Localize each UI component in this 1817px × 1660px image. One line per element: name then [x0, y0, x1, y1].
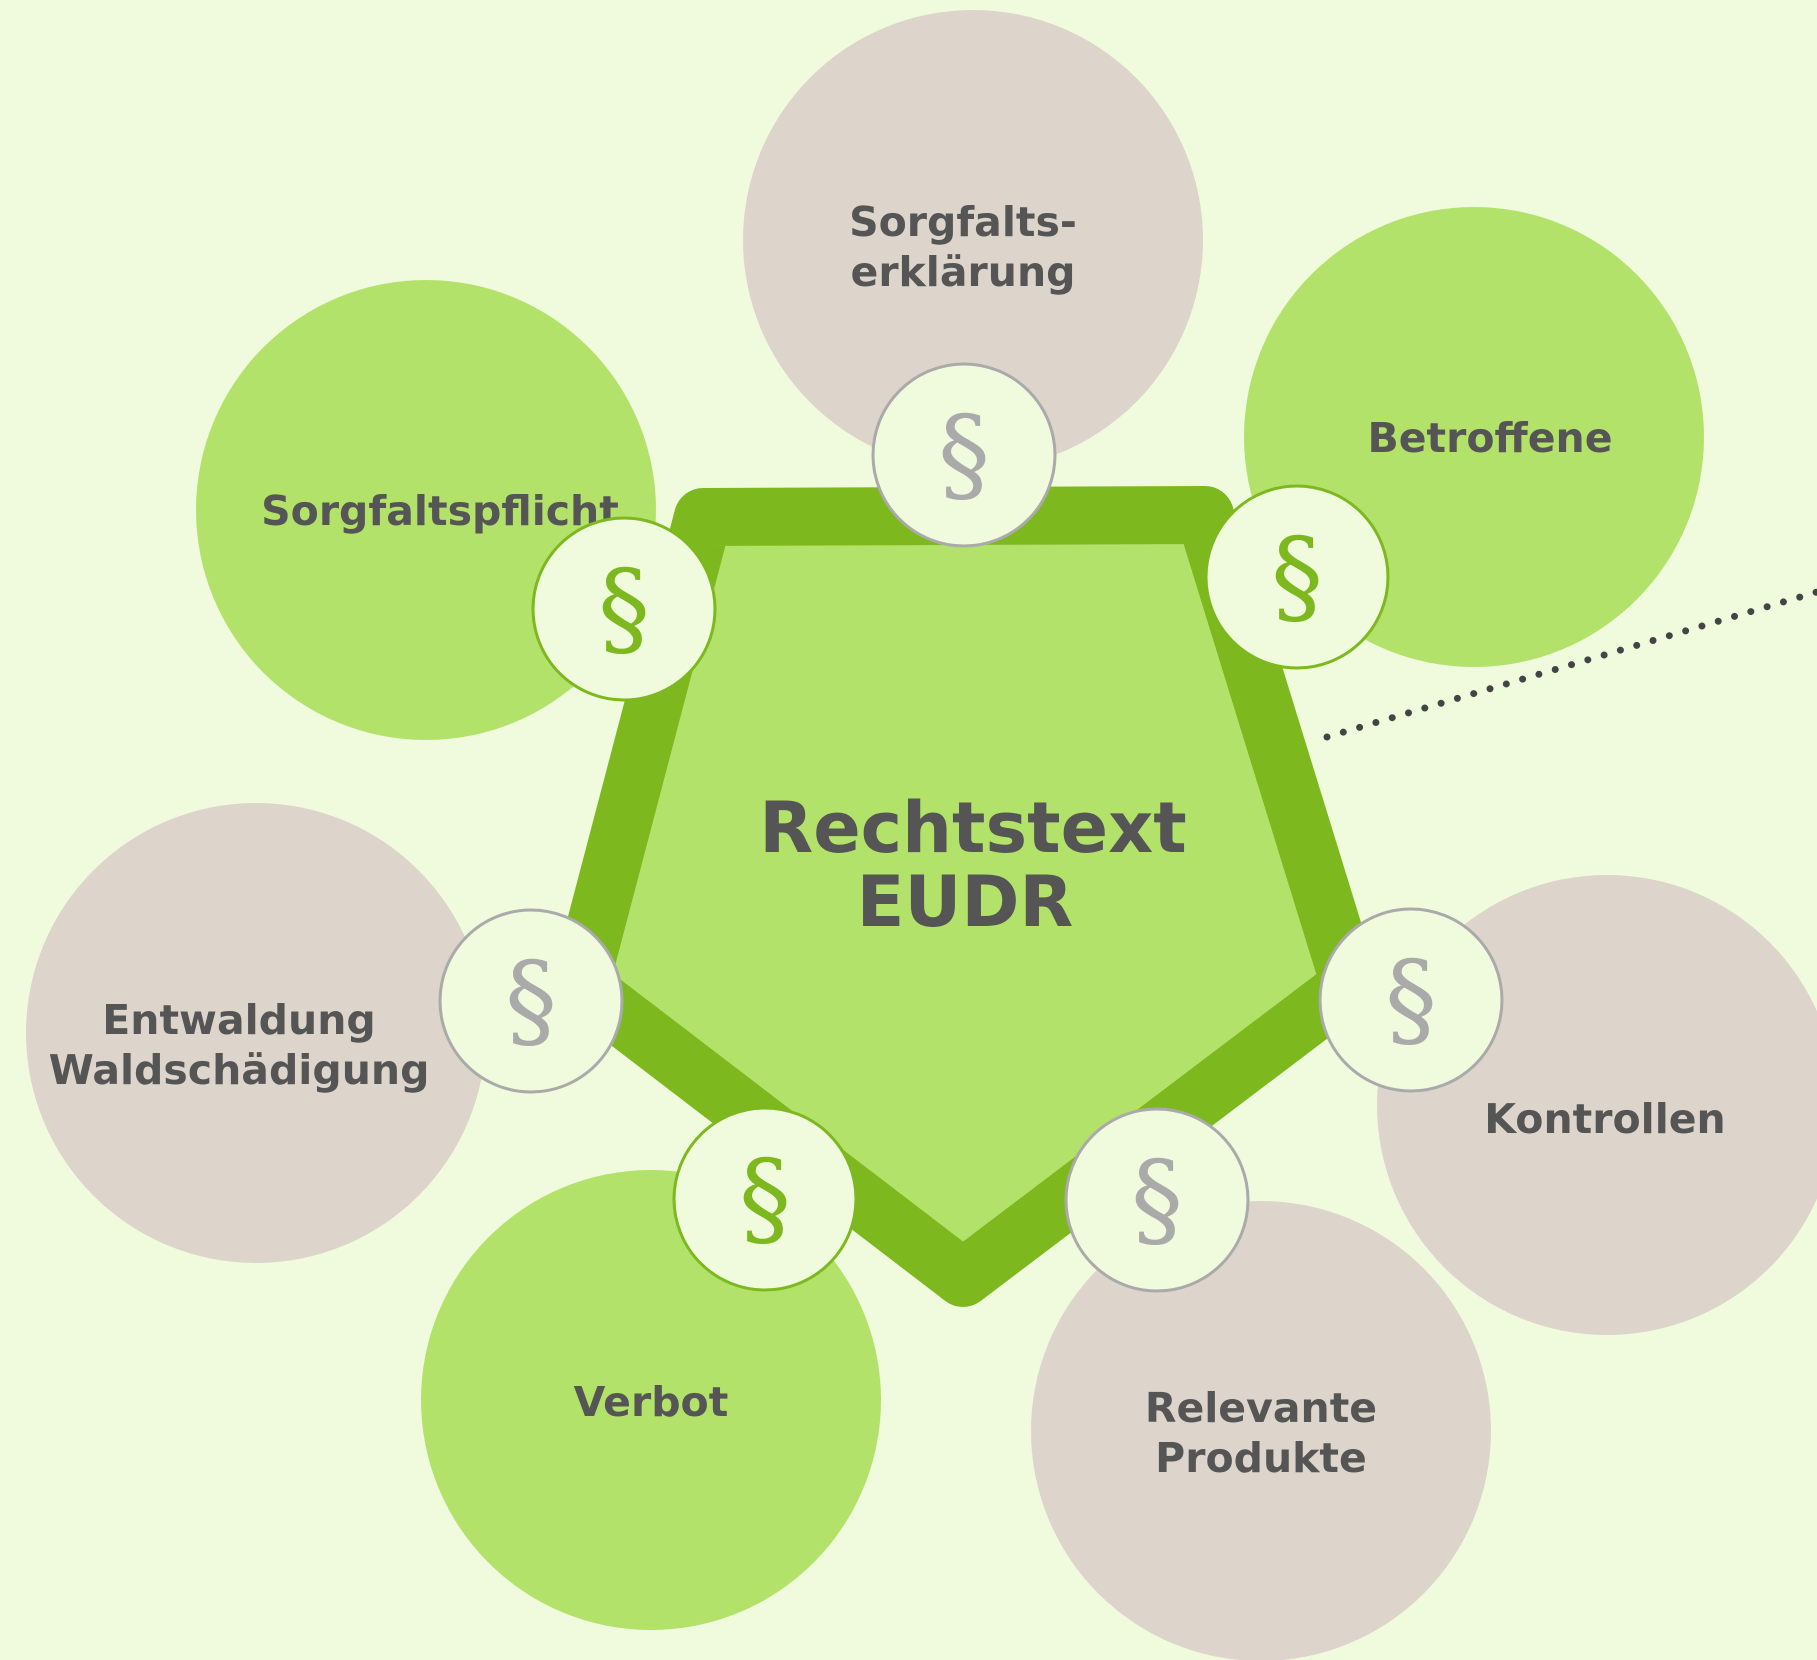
section-sign-icon: § — [1271, 515, 1323, 637]
topic-label-betroffene: Betroffene — [1367, 414, 1612, 462]
dotted-connector-line — [1323, 588, 1817, 741]
topic-label-entwaldung: Entwaldung — [102, 996, 375, 1044]
topic-label-verbot: Verbot — [574, 1378, 729, 1426]
topic-label-relevante-produkte-line2: Produkte — [1155, 1434, 1367, 1482]
topic-label-kontrollen: Kontrollen — [1484, 1095, 1726, 1143]
badge-betroffene: § — [1204, 484, 1390, 670]
badge-relevante-produkte: § — [1064, 1107, 1250, 1293]
topic-label-entwaldung-line2: Waldschädigung — [49, 1046, 430, 1094]
topic-circle-sorgfaltserklaerung — [743, 10, 1203, 470]
badge-kontrollen: § — [1318, 907, 1504, 1093]
section-sign-icon: § — [1131, 1138, 1183, 1260]
badge-verbot: § — [672, 1106, 858, 1292]
section-sign-icon: § — [938, 393, 990, 515]
badge-entwaldung: § — [438, 908, 624, 1094]
section-sign-icon: § — [1385, 938, 1437, 1060]
topic-label-relevante-produkte: Relevante — [1145, 1384, 1377, 1432]
badge-sorgfaltserklaerung: § — [871, 362, 1057, 548]
section-sign-icon: § — [739, 1137, 791, 1259]
topic-label-sorgfaltserklaerung: Sorgfalts- — [849, 198, 1077, 246]
topic-circle-entwaldung — [26, 803, 486, 1263]
topic-label-sorgfaltspflicht: Sorgfaltspflicht — [261, 487, 619, 535]
topic-label-sorgfaltserklaerung-line2: erklärung — [851, 248, 1076, 296]
center-title: Rechtstext — [759, 787, 1186, 869]
section-sign-icon: § — [505, 939, 557, 1061]
topic-circle-relevante-produkte — [1031, 1201, 1491, 1660]
center-subtitle: EUDR — [857, 861, 1074, 943]
badge-sorgfaltspflicht: § — [531, 516, 717, 702]
section-sign-icon: § — [598, 547, 650, 669]
